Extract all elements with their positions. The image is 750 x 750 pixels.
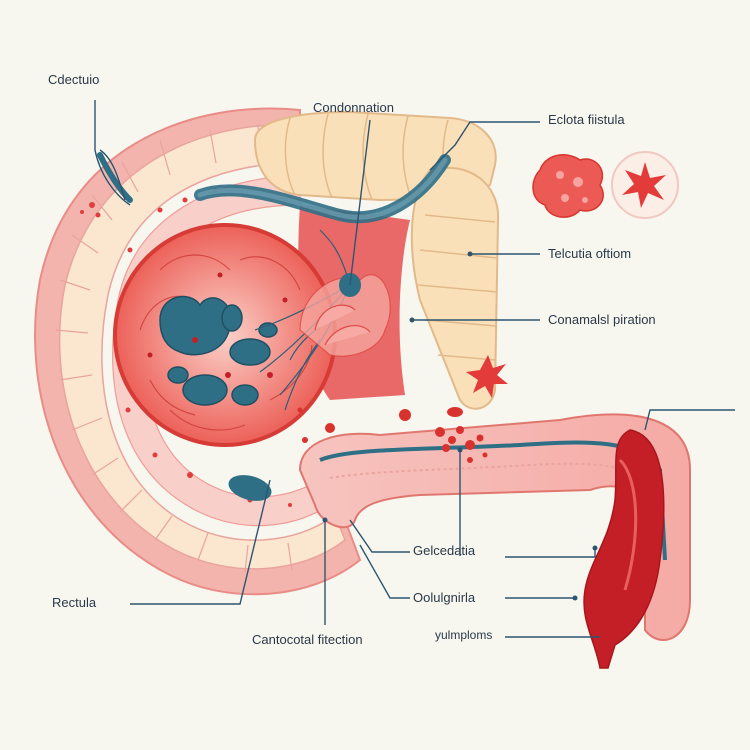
tissue-sample-icon xyxy=(532,154,604,218)
starburst-icon xyxy=(466,355,508,398)
label-cantocotal-fitection: Cantocotal fitection xyxy=(252,632,363,647)
colon-right-segments xyxy=(417,214,498,361)
teal-sliver xyxy=(97,152,133,203)
label-oolulgnirla: Oolulgnirla xyxy=(413,590,476,605)
red-cluster xyxy=(297,407,488,463)
label-condonnation: Condonnation xyxy=(313,100,394,115)
label-conamalsl-piration: Conamalsl piration xyxy=(548,312,656,327)
label-cdectuio: Cdectuio xyxy=(48,72,100,87)
teal-patch xyxy=(228,475,272,501)
label-gelcedatia: Gelcedatia xyxy=(413,543,476,558)
label-yulmploms: yulmploms xyxy=(435,628,493,642)
leader-endpoints xyxy=(322,251,598,601)
leader-lines xyxy=(94,100,735,638)
cross-section-icon xyxy=(611,151,679,219)
rectal-end xyxy=(583,429,665,669)
label-telcutia-oftiom: Telcutia oftiom xyxy=(548,246,632,261)
teal-blobs xyxy=(159,295,278,406)
organ-red-dots xyxy=(147,272,288,378)
label-eclota-fistula: Eclota fiistula xyxy=(548,112,625,127)
cream-band-segments xyxy=(55,123,293,573)
fan-tissue xyxy=(299,274,391,357)
cream-band xyxy=(58,123,346,570)
colon-spot xyxy=(447,407,463,417)
label-rectula: Rectula xyxy=(52,595,97,610)
